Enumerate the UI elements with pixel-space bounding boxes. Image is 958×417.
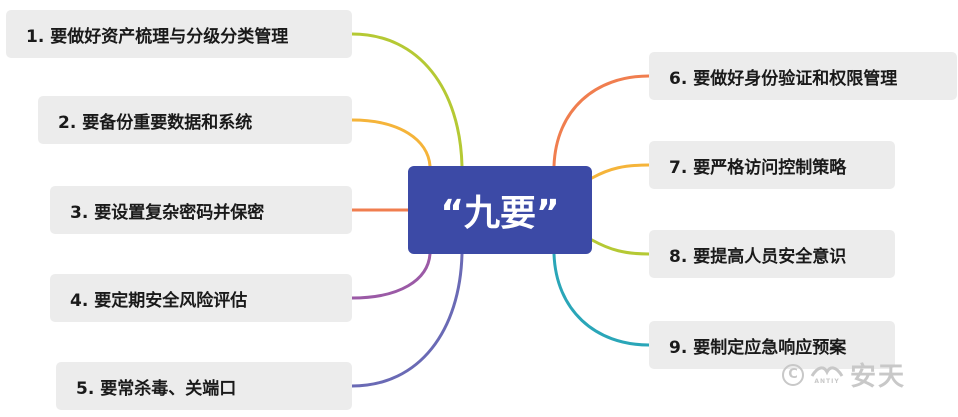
node-8-security-awareness: 8. 要提高人员安全意识 bbox=[649, 230, 895, 278]
node-4-risk-assessment: 4. 要定期安全风险评估 bbox=[50, 274, 352, 322]
antiy-watermark: C ANTIY 安天 bbox=[782, 356, 906, 393]
antiy-logo-sub: ANTIY bbox=[814, 378, 840, 385]
connector-7 bbox=[590, 163, 651, 180]
copyright-icon: C bbox=[782, 363, 804, 386]
node-6-identity-auth: 6. 要做好身份验证和权限管理 bbox=[649, 52, 957, 100]
connector-5 bbox=[350, 252, 464, 388]
node-7-label: 7. 要严格访问控制策略 bbox=[669, 157, 847, 178]
node-6-label: 6. 要做好身份验证和权限管理 bbox=[669, 68, 898, 89]
center-label: “九要” bbox=[440, 193, 560, 234]
node-5-antivirus: 5. 要常杀毒、关端口 bbox=[56, 362, 352, 410]
node-7-access-control: 7. 要严格访问控制策略 bbox=[649, 141, 895, 189]
connector-8 bbox=[590, 238, 651, 256]
node-4-label: 4. 要定期安全风险评估 bbox=[70, 290, 248, 311]
antiy-brand-name: 安天 bbox=[850, 362, 907, 392]
connector-2 bbox=[350, 118, 432, 168]
connector-9 bbox=[552, 252, 651, 347]
antiy-logo: ANTIY bbox=[810, 364, 844, 385]
node-5-label: 5. 要常杀毒、关端口 bbox=[76, 378, 237, 399]
antiy-wave-icon bbox=[810, 366, 844, 377]
center-node: “九要” bbox=[408, 166, 592, 254]
node-3-label: 3. 要设置复杂密码并保密 bbox=[70, 202, 265, 223]
node-8-label: 8. 要提高人员安全意识 bbox=[669, 246, 847, 267]
connector-4 bbox=[350, 252, 432, 300]
node-1-asset-management: 1. 要做好资产梳理与分级分类管理 bbox=[6, 10, 352, 58]
node-1-label: 1. 要做好资产梳理与分级分类管理 bbox=[26, 26, 289, 47]
node-2-label: 2. 要备份重要数据和系统 bbox=[58, 112, 253, 133]
node-3-password: 3. 要设置复杂密码并保密 bbox=[50, 186, 352, 234]
node-9-emergency-plan: 9. 要制定应急响应预案 bbox=[649, 321, 895, 369]
node-9-label: 9. 要制定应急响应预案 bbox=[669, 337, 847, 358]
node-2-backup: 2. 要备份重要数据和系统 bbox=[38, 96, 352, 144]
connector-6 bbox=[552, 74, 651, 168]
connector-1 bbox=[350, 32, 464, 168]
